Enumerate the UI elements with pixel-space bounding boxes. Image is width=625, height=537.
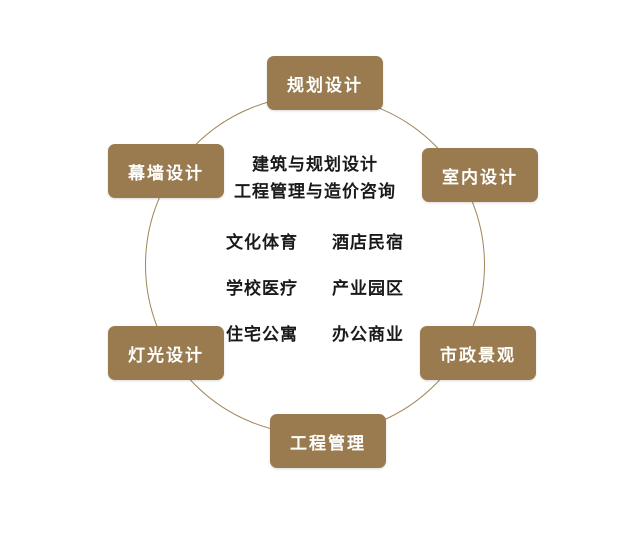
center-item: 学校医疗 xyxy=(226,279,298,299)
center-items-row: 文化体育 酒店民宿 xyxy=(175,228,455,253)
node-project-management: 工程管理 xyxy=(270,414,386,468)
center-items-row: 学校医疗 产业园区 xyxy=(175,274,455,299)
node-planning-design: 规划设计 xyxy=(267,56,383,110)
node-label: 规划设计 xyxy=(287,75,363,96)
center-text-block: 建筑与规划设计 工程管理与造价咨询 文化体育 酒店民宿 学校医疗 产业园区 住宅… xyxy=(175,152,455,366)
center-items-row: 住宅公寓 办公商业 xyxy=(175,320,455,345)
node-label: 灯光设计 xyxy=(128,345,204,366)
node-label: 市政景观 xyxy=(440,345,516,366)
node-label: 室内设计 xyxy=(442,167,518,188)
node-municipal-landscape: 市政景观 xyxy=(420,326,536,380)
node-interior-design: 室内设计 xyxy=(422,148,538,202)
center-item: 办公商业 xyxy=(332,325,404,345)
center-item: 酒店民宿 xyxy=(332,233,404,253)
node-lighting-design: 灯光设计 xyxy=(108,326,224,380)
center-item: 产业园区 xyxy=(332,279,404,299)
center-item: 文化体育 xyxy=(226,233,298,253)
node-curtain-wall-design: 幕墙设计 xyxy=(108,144,224,198)
node-label: 工程管理 xyxy=(290,433,366,454)
center-item: 住宅公寓 xyxy=(226,325,298,345)
center-items: 文化体育 酒店民宿 学校医疗 产业园区 住宅公寓 办公商业 xyxy=(175,228,455,345)
node-label: 幕墙设计 xyxy=(128,163,204,184)
center-heading-line2: 工程管理与造价咨询 xyxy=(234,182,396,202)
center-heading-line1: 建筑与规划设计 xyxy=(252,155,378,175)
